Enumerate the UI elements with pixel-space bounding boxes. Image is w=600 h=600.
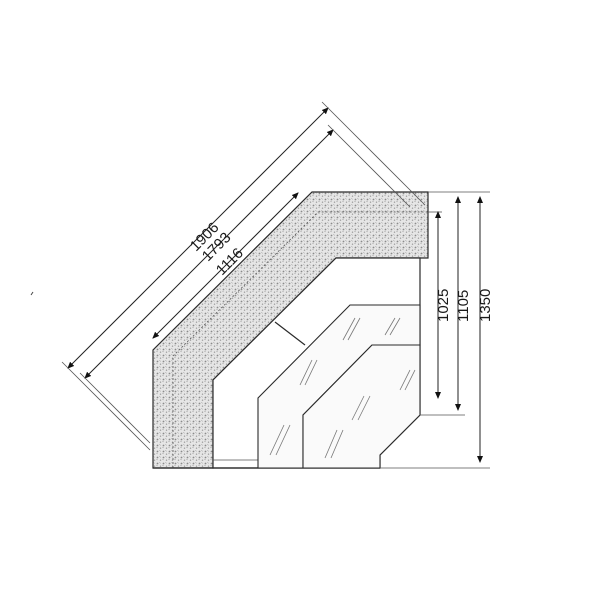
stray-mark xyxy=(30,291,34,296)
dimension-label-1025: 1025 xyxy=(435,289,452,322)
dimension-label-1105: 1105 xyxy=(455,290,472,322)
glass-reflections xyxy=(269,317,416,459)
dimension-label-1350: 1350 xyxy=(477,289,494,322)
lower-glass-shelf xyxy=(302,344,421,469)
diagonal-dimension-lines xyxy=(61,101,426,451)
vertical-dimension-lines xyxy=(380,191,490,469)
counter-band-inner-edge xyxy=(172,211,428,468)
